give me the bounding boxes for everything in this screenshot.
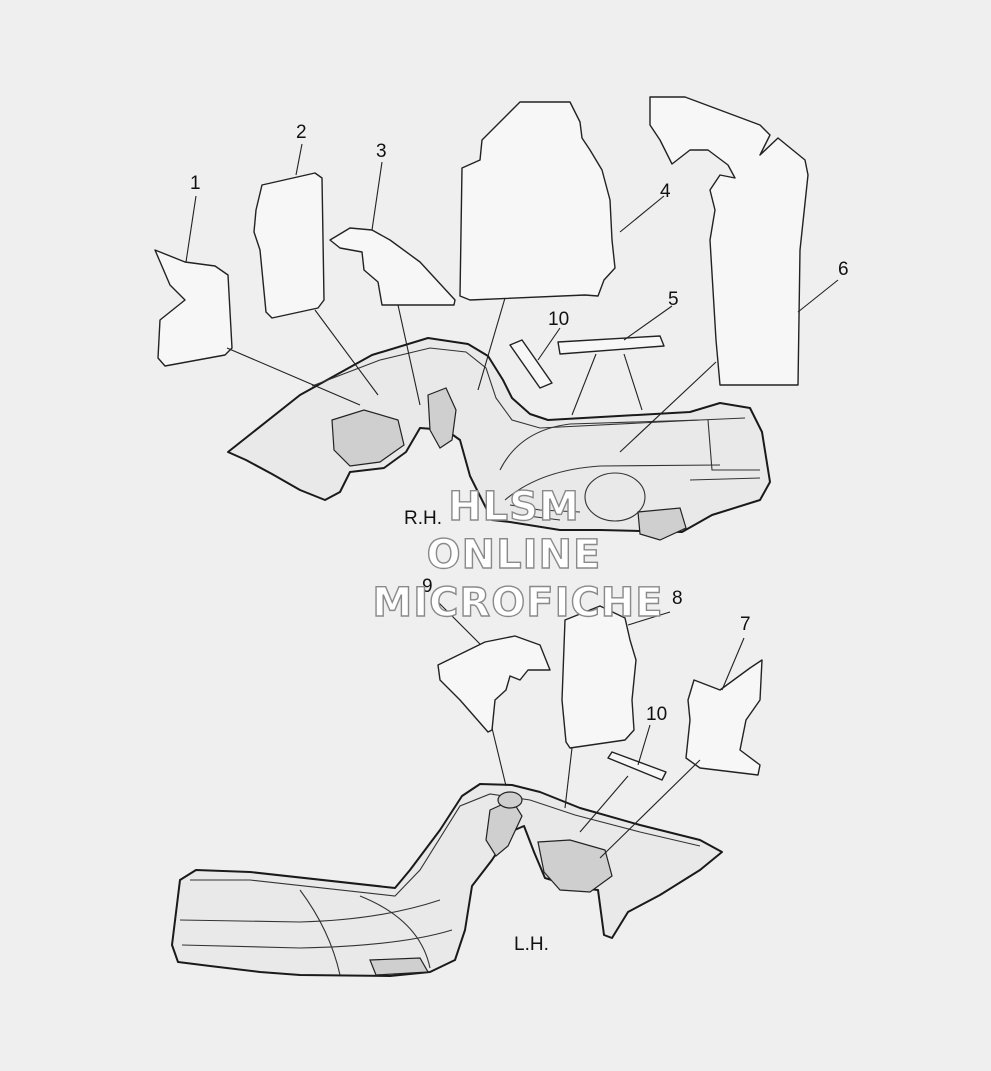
- lh-front-pocket: [369, 957, 430, 976]
- lh-fender-curve: [179, 899, 453, 949]
- lh-footwell-pocket: [537, 839, 613, 893]
- rh-wheel-well-hole: [584, 472, 646, 522]
- callout-9: 9: [422, 576, 433, 597]
- part-4-pad: [459, 101, 616, 301]
- rh-fender-rear-panel: [689, 419, 761, 481]
- rh-bracket: [427, 387, 457, 449]
- callout-6: 6: [838, 259, 849, 280]
- rh-fender-body: [227, 337, 771, 533]
- left-hand-label: L.H.: [514, 934, 549, 955]
- lh-fender-body: [171, 783, 723, 977]
- watermark-line-1: HLSM: [448, 484, 580, 530]
- part-10-upper-strip: [509, 339, 553, 389]
- lh-fender-inner-line: [190, 793, 701, 897]
- rh-lower-step: [509, 504, 581, 521]
- left-hand-fender-assembly: [171, 783, 723, 977]
- callout-numbers: 1 2 3 4 5 6 7 8 9 10 10: [190, 122, 849, 725]
- rh-footwell-pocket: [331, 409, 405, 467]
- watermark-line-3: MICROFICHE: [372, 580, 663, 626]
- part-10-lower-strip: [607, 751, 667, 781]
- right-hand-fender-assembly: [227, 337, 771, 541]
- part-6-pad: [649, 96, 809, 386]
- callout-4: 4: [660, 181, 671, 202]
- part-2-pad: [253, 172, 325, 319]
- part-1-pad: [154, 249, 233, 367]
- callout-10-upper: 10: [548, 309, 569, 330]
- callout-1: 1: [190, 173, 201, 194]
- callout-5: 5: [668, 289, 679, 310]
- rh-fender-inner-line: [311, 347, 746, 429]
- part-9-pad: [437, 635, 551, 733]
- lower-leader-lines: [433, 597, 745, 859]
- callout-2: 2: [296, 122, 307, 143]
- lh-panel-lines: [299, 889, 431, 976]
- part-7-pad: [685, 659, 763, 776]
- part-3-pad: [329, 227, 456, 306]
- watermark-line-2: ONLINE: [427, 532, 602, 578]
- part-5-strip: [557, 335, 665, 355]
- lh-mount-boss: [497, 791, 523, 809]
- watermark: HLSM ONLINE MICROFICHE: [372, 483, 664, 626]
- callout-8: 8: [672, 588, 683, 609]
- upper-leader-lines: [185, 143, 839, 453]
- right-hand-label: R.H.: [404, 508, 442, 529]
- part-8-pad: [561, 605, 637, 749]
- rh-fender-curve: [499, 419, 721, 501]
- callout-3: 3: [376, 141, 387, 162]
- rh-rear-pocket: [637, 507, 687, 541]
- callout-7: 7: [740, 614, 751, 635]
- callout-10-lower: 10: [646, 704, 667, 725]
